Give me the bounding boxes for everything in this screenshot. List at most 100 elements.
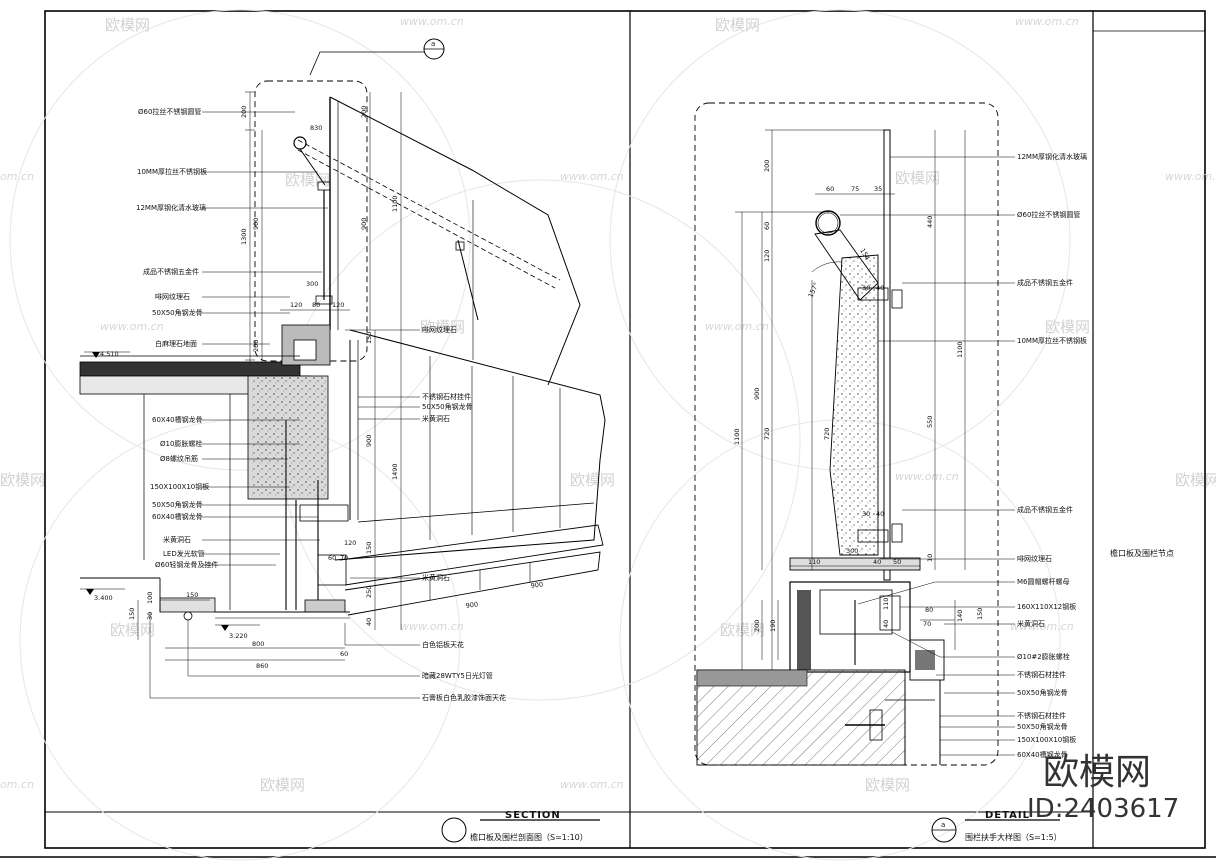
side-label: 檐口板及围栏节点 (1110, 548, 1174, 558)
svg-text:300: 300 (306, 280, 318, 288)
detail-drawing (694, 102, 1015, 766)
svg-text:Ø60轻钢龙骨及挂件: Ø60轻钢龙骨及挂件 (155, 560, 218, 569)
svg-text:800: 800 (252, 640, 264, 648)
svg-text:成品不锈钢五金件: 成品不锈钢五金件 (143, 267, 199, 276)
svg-text:900: 900 (360, 218, 368, 230)
svg-text:米黄洞石: 米黄洞石 (1017, 619, 1045, 628)
svg-text:60X40槽钢龙骨: 60X40槽钢龙骨 (1017, 750, 1068, 759)
section-drawing: a (79, 38, 606, 699)
svg-text:12MM厚钢化清水玻璃: 12MM厚钢化清水玻璃 (136, 203, 206, 212)
svg-text:米黄洞石: 米黄洞石 (422, 414, 450, 423)
svg-text:200: 200 (360, 106, 368, 118)
svg-text:120: 120 (290, 301, 302, 309)
svg-text:www.om.cn: www.om.cn (560, 170, 624, 183)
svg-text:70: 70 (340, 554, 348, 562)
svg-text:50X50角钢龙骨: 50X50角钢龙骨 (422, 402, 473, 411)
svg-text:80: 80 (312, 301, 320, 309)
section-title-en: SECTION (505, 810, 561, 821)
section-title-block: SECTION 檐口板及围栏剖面图（S=1:10） (441, 810, 600, 843)
section-title-cn: 檐口板及围栏剖面图（S=1:10） (470, 832, 588, 842)
svg-text:200: 200 (252, 340, 260, 352)
svg-text:a: a (431, 40, 435, 48)
svg-text:900: 900 (753, 388, 761, 400)
svg-text:www.om.cn: www.om.cn (1010, 620, 1074, 633)
svg-text:om.cn: om.cn (0, 778, 34, 791)
svg-text:3.400: 3.400 (94, 594, 113, 602)
svg-text:1100: 1100 (733, 428, 741, 445)
svg-text:30: 30 (146, 612, 154, 620)
svg-text:110: 110 (808, 558, 820, 566)
svg-text:白麻理石地面: 白麻理石地面 (155, 339, 197, 348)
svg-text:3.220: 3.220 (229, 632, 248, 640)
svg-text:www.om.cn: www.om.cn (100, 320, 164, 333)
sheet-outer-frame (44, 10, 1206, 849)
svg-text:900: 900 (530, 580, 543, 590)
svg-text:暗藏28WTY5日光灯管: 暗藏28WTY5日光灯管 (422, 671, 493, 680)
svg-text:440: 440 (926, 216, 934, 228)
brand-block: 欧模网 ID:2403617 (1027, 752, 1179, 824)
svg-text:157°: 157° (807, 281, 821, 299)
svg-text:www.om.cn: www.om.cn (1165, 170, 1216, 183)
svg-text:www.om.cn: www.om.cn (560, 778, 624, 791)
svg-text:150: 150 (365, 542, 373, 554)
svg-text:Ø60拉丝不锈钢圆管: Ø60拉丝不锈钢圆管 (138, 107, 201, 116)
svg-text:Ø10膨胀螺栓: Ø10膨胀螺栓 (160, 439, 202, 448)
svg-text:1100: 1100 (956, 341, 964, 358)
svg-text:10MM厚拉丝不锈钢板: 10MM厚拉丝不锈钢板 (1017, 336, 1087, 345)
svg-text:150: 150 (365, 332, 373, 344)
svg-text:成品不锈钢五金件: 成品不锈钢五金件 (1017, 278, 1073, 287)
svg-text:www.om.cn: www.om.cn (1015, 15, 1079, 28)
svg-text:60X40槽钢龙骨: 60X40槽钢龙骨 (152, 415, 203, 424)
svg-text:啡网纹理石: 啡网纹理石 (422, 325, 457, 334)
watermark-arcs (9, 9, 1071, 861)
svg-text:250: 250 (365, 586, 373, 598)
svg-text:Ø10#2膨胀螺栓: Ø10#2膨胀螺栓 (1017, 652, 1070, 661)
svg-text:1300: 1300 (240, 228, 248, 245)
svg-text:10MM厚拉丝不锈钢板: 10MM厚拉丝不锈钢板 (137, 167, 207, 176)
svg-text:40: 40 (882, 620, 890, 628)
svg-text:12MM厚钢化清水玻璃: 12MM厚钢化清水玻璃 (1017, 152, 1087, 161)
svg-text:欧模网: 欧模网 (715, 16, 760, 34)
svg-text:300: 300 (846, 547, 858, 555)
svg-text:不锈钢石材挂件: 不锈钢石材挂件 (422, 392, 471, 401)
svg-text:30: 30 (862, 284, 870, 292)
svg-text:米黄洞石: 米黄洞石 (163, 535, 191, 544)
svg-text:30: 30 (862, 510, 870, 518)
svg-text:1100: 1100 (391, 195, 399, 212)
detail-title-en: DETAIL (985, 810, 1030, 821)
svg-text:40: 40 (365, 618, 373, 626)
svg-text:欧模网: 欧模网 (260, 776, 305, 794)
svg-text:75: 75 (851, 185, 859, 193)
svg-text:4.510: 4.510 (100, 350, 119, 358)
svg-text:60: 60 (328, 554, 336, 562)
svg-text:120: 120 (344, 539, 356, 547)
svg-text:欧模网: 欧模网 (895, 169, 940, 187)
brand-name: 欧模网 (1043, 752, 1151, 793)
svg-text:不锈钢石材挂件: 不锈钢石材挂件 (1017, 711, 1066, 720)
svg-text:50X50角钢龙骨: 50X50角钢龙骨 (1017, 722, 1068, 731)
detail-title-block: a DETAIL 围栏扶手大样图（S=1:5） (931, 810, 1062, 843)
svg-text:110: 110 (882, 598, 890, 610)
svg-text:欧模网: 欧模网 (285, 171, 330, 189)
svg-text:om.cn: om.cn (0, 170, 34, 183)
svg-text:150X100X10钢板: 150X100X10钢板 (150, 482, 209, 491)
svg-text:70: 70 (923, 620, 931, 628)
svg-text:200: 200 (240, 106, 248, 118)
svg-text:120: 120 (763, 250, 771, 262)
svg-text:60: 60 (826, 185, 834, 193)
svg-text:石膏板白色乳胶漆饰面天花: 石膏板白色乳胶漆饰面天花 (422, 693, 506, 702)
svg-text:60: 60 (340, 650, 348, 658)
svg-text:150X100X10钢板: 150X100X10钢板 (1017, 735, 1076, 744)
svg-text:40: 40 (876, 284, 884, 292)
svg-text:40: 40 (873, 558, 881, 566)
detail-title-cn: 围栏扶手大样图（S=1:5） (965, 832, 1062, 842)
svg-text:190: 190 (769, 620, 777, 632)
svg-text:欧模网: 欧模网 (105, 16, 150, 34)
svg-text:欧模网: 欧模网 (0, 471, 45, 489)
svg-text:200: 200 (753, 620, 761, 632)
svg-text:100: 100 (146, 592, 154, 604)
svg-text:150: 150 (186, 591, 198, 599)
svg-text:900: 900 (252, 218, 260, 230)
svg-text:10: 10 (926, 554, 934, 562)
